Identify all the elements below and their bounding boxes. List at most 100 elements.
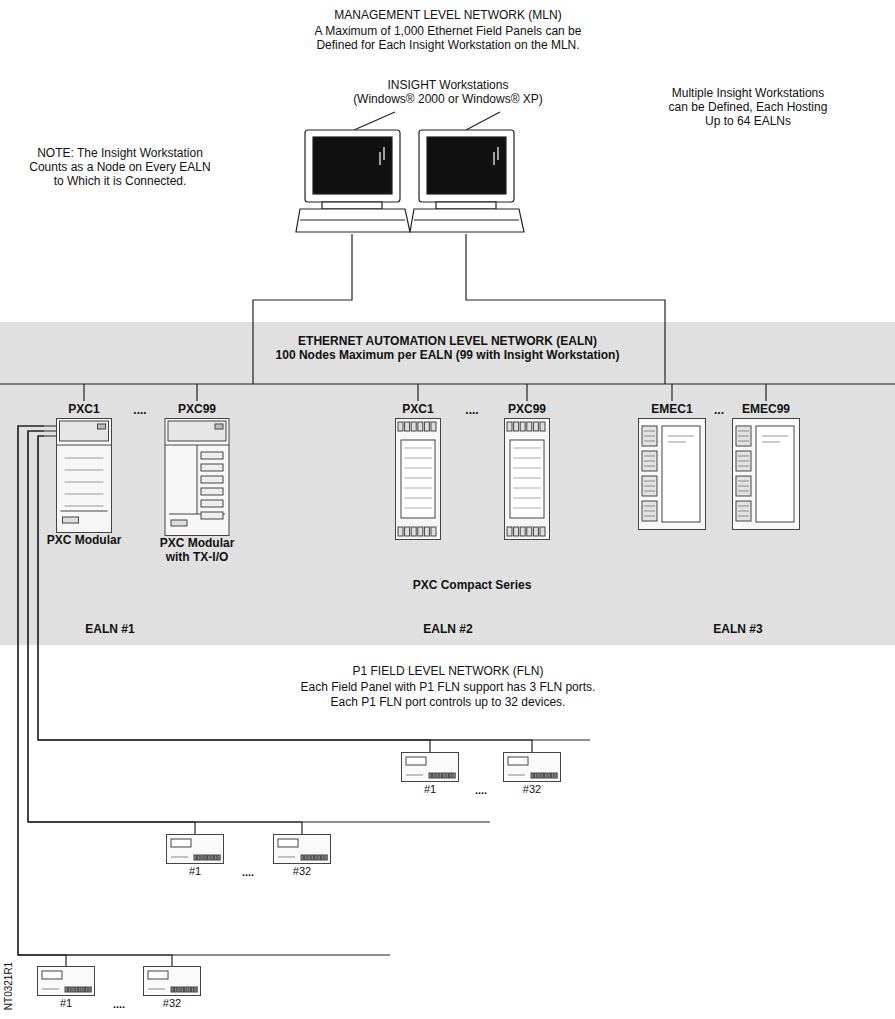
- device-part: [531, 773, 533, 778]
- device-part: [204, 855, 206, 860]
- device-line: [644, 441, 655, 442]
- device-part: [411, 422, 416, 431]
- device-line: [644, 486, 655, 487]
- device-icon: [504, 418, 550, 540]
- node-label: PXC1: [402, 402, 433, 416]
- device-part: [402, 753, 459, 782]
- device-part: [439, 773, 441, 778]
- device-line: [762, 442, 780, 443]
- device-line: [65, 482, 104, 483]
- device-part: [201, 855, 203, 860]
- device-part: [533, 527, 538, 536]
- device-icon: [166, 834, 224, 864]
- device-part: [211, 855, 213, 860]
- node-label: PXC1: [68, 402, 99, 416]
- fln-connector: [18, 426, 172, 966]
- device-part: [436, 773, 438, 778]
- mln-wire: [466, 234, 665, 384]
- device-part: [75, 987, 77, 992]
- fln-device: [274, 835, 331, 864]
- device-part: [733, 419, 800, 530]
- device-part: [201, 464, 223, 471]
- fln-device: #1: [37, 966, 95, 1010]
- device-line: [738, 456, 749, 457]
- network-label: EALN #3: [688, 622, 788, 636]
- device-part: [208, 855, 210, 860]
- device-line: [61, 511, 108, 512]
- device-part: [401, 440, 435, 518]
- device-part: [432, 773, 434, 778]
- device-line: [513, 458, 541, 459]
- device-line: [44, 426, 57, 427]
- device-line: [404, 498, 432, 499]
- device-line: [65, 506, 104, 507]
- ealn-bus: [0, 383, 895, 384]
- drop-line: [765, 384, 766, 401]
- device-part: [398, 422, 403, 431]
- device-part: [171, 839, 191, 847]
- device-line: [406, 775, 423, 776]
- device-part: [165, 419, 229, 536]
- section-note: Each P1 FLN port controls up to 32 devic…: [248, 695, 648, 709]
- device-part: [79, 987, 81, 992]
- device-part: [301, 855, 303, 860]
- device-icon: [273, 834, 331, 864]
- base-line: [300, 219, 405, 220]
- device-line: [148, 989, 165, 990]
- device-icon: [143, 966, 201, 996]
- device-part: [318, 855, 320, 860]
- diagram-title: MANAGEMENT LEVEL NETWORK (MLN): [278, 8, 618, 22]
- device-line: [404, 508, 432, 509]
- device-part: [642, 426, 657, 446]
- device-part: [736, 501, 751, 521]
- node-caption: 100 Nodes Maximum per EALN (99 with Insi…: [0, 348, 895, 362]
- device-line: [44, 436, 57, 437]
- device-part: [545, 773, 547, 778]
- modular-device: [44, 419, 112, 533]
- fln-device: #32: [503, 752, 561, 796]
- device-line: [668, 442, 686, 443]
- device-line: [513, 478, 541, 479]
- device-part: [642, 476, 657, 496]
- device-part: [195, 987, 197, 992]
- device-part: [42, 971, 62, 979]
- device-line: [278, 857, 295, 858]
- device-part: [181, 987, 183, 992]
- section-note: Each Field Panel with P1 FLN support has…: [248, 680, 648, 694]
- device-part: [171, 520, 187, 526]
- device-part: [174, 987, 176, 992]
- node-label: PXC99: [508, 402, 546, 416]
- field-panel: PXC99: [504, 402, 550, 540]
- monitor-stand: [436, 202, 496, 209]
- device-line: [508, 775, 525, 776]
- subtitle-note: A Maximum of 1,000 Ethernet Field Panels…: [298, 24, 598, 52]
- device-line: [668, 436, 694, 437]
- device-part: [418, 422, 423, 431]
- monitor-case: [419, 130, 514, 202]
- node-label: #1: [60, 996, 72, 1010]
- network-label: EALN #1: [60, 622, 160, 636]
- device-part: [520, 527, 525, 536]
- fln-device: [402, 753, 459, 782]
- device-part: [57, 419, 112, 533]
- device-part: [505, 419, 550, 540]
- node-caption: PXC Modular with TX-I/O: [151, 536, 243, 564]
- monitor-case: [305, 130, 400, 202]
- device-part: [148, 971, 168, 979]
- device-part: [63, 517, 79, 523]
- device-line: [513, 468, 541, 469]
- node-caption: PXC Modular: [47, 533, 122, 547]
- device-part: [449, 773, 451, 778]
- ellipsis: ....: [125, 403, 155, 417]
- device-icon: [401, 752, 459, 782]
- field-panel: EMEC1: [638, 402, 706, 530]
- device-line: [644, 431, 655, 432]
- device-part: [215, 424, 223, 429]
- device-line: [57, 445, 112, 446]
- field-panel: PXC99PXC Modular with TX-I/O: [151, 402, 243, 564]
- pointer-line: [466, 112, 500, 130]
- fln-device: [504, 753, 561, 782]
- device-part: [548, 773, 550, 778]
- note-text: NOTE: The Insight Workstation Counts as …: [24, 146, 216, 188]
- node-label: EMEC99: [742, 402, 790, 416]
